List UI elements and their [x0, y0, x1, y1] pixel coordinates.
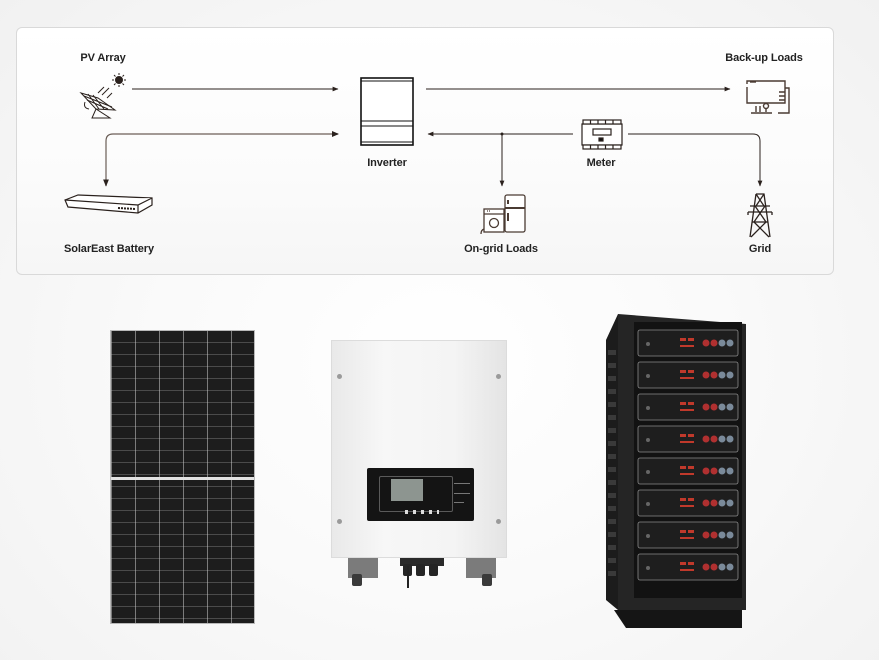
transmission-tower-icon: [747, 193, 773, 238]
pv-array-label: PV Array: [80, 52, 126, 64]
vent-slot: [608, 467, 616, 472]
on-grid-loads-label: On-grid Loads: [464, 243, 538, 255]
battery-label: SolarEast Battery: [63, 243, 155, 255]
inverter-photo: [331, 340, 507, 558]
inverter-icon: [360, 77, 414, 146]
lcd-screen: [391, 479, 423, 501]
appliances-icon: [480, 194, 526, 235]
backup-loads-label: Back-up Loads: [725, 52, 803, 64]
vent-slot: [608, 402, 616, 407]
vent-slot: [608, 558, 616, 563]
screw: [496, 519, 501, 524]
battery-rack-photo: [606, 314, 746, 628]
vent-slot: [608, 350, 616, 355]
panel-midline: [111, 477, 254, 480]
inverter-display-panel: [367, 468, 474, 521]
vent-slot: [608, 545, 616, 550]
vent-slot: [608, 506, 616, 511]
battery-module: [637, 329, 739, 357]
link-meter-to-grid: [628, 133, 763, 187]
status-led: [454, 493, 470, 494]
vent-slot: [608, 441, 616, 446]
vent-slot: [608, 571, 616, 576]
battery-module: [637, 489, 739, 517]
battery-module: [637, 521, 739, 549]
battery-module: [637, 457, 739, 485]
inverter-label: Inverter: [367, 157, 407, 169]
solar-panel-icon: [79, 73, 126, 119]
vent-slot: [608, 480, 616, 485]
meter-label: Meter: [586, 157, 616, 169]
vent-slot: [608, 454, 616, 459]
battery-module: [637, 361, 739, 389]
battery-module: [637, 553, 739, 581]
vent-slot: [608, 493, 616, 498]
screw: [496, 374, 501, 379]
status-led: [454, 483, 470, 484]
battery-module: [637, 425, 739, 453]
battery-module: [637, 393, 739, 421]
vent-slot: [608, 389, 616, 394]
computer-monitor-icon: [746, 80, 790, 114]
control-buttons: [405, 510, 439, 514]
screw: [337, 374, 342, 379]
status-led: [454, 502, 464, 503]
meter-icon: [581, 119, 623, 150]
arrow-into-inverter-left: [332, 131, 339, 137]
vent-slot: [608, 376, 616, 381]
vent-slot: [608, 363, 616, 368]
vent-slot: [608, 532, 616, 537]
solar-module-photo: [110, 330, 255, 624]
grid-label: Grid: [748, 243, 772, 255]
screw: [337, 519, 342, 524]
battery-unit-icon: [64, 194, 153, 214]
link-battery-to-inverter: [103, 133, 338, 187]
vent-slot: [608, 519, 616, 524]
system-diagram-card: [16, 27, 834, 275]
vent-slot: [608, 415, 616, 420]
inverter-connectors: [348, 558, 496, 588]
vent-slot: [608, 428, 616, 433]
